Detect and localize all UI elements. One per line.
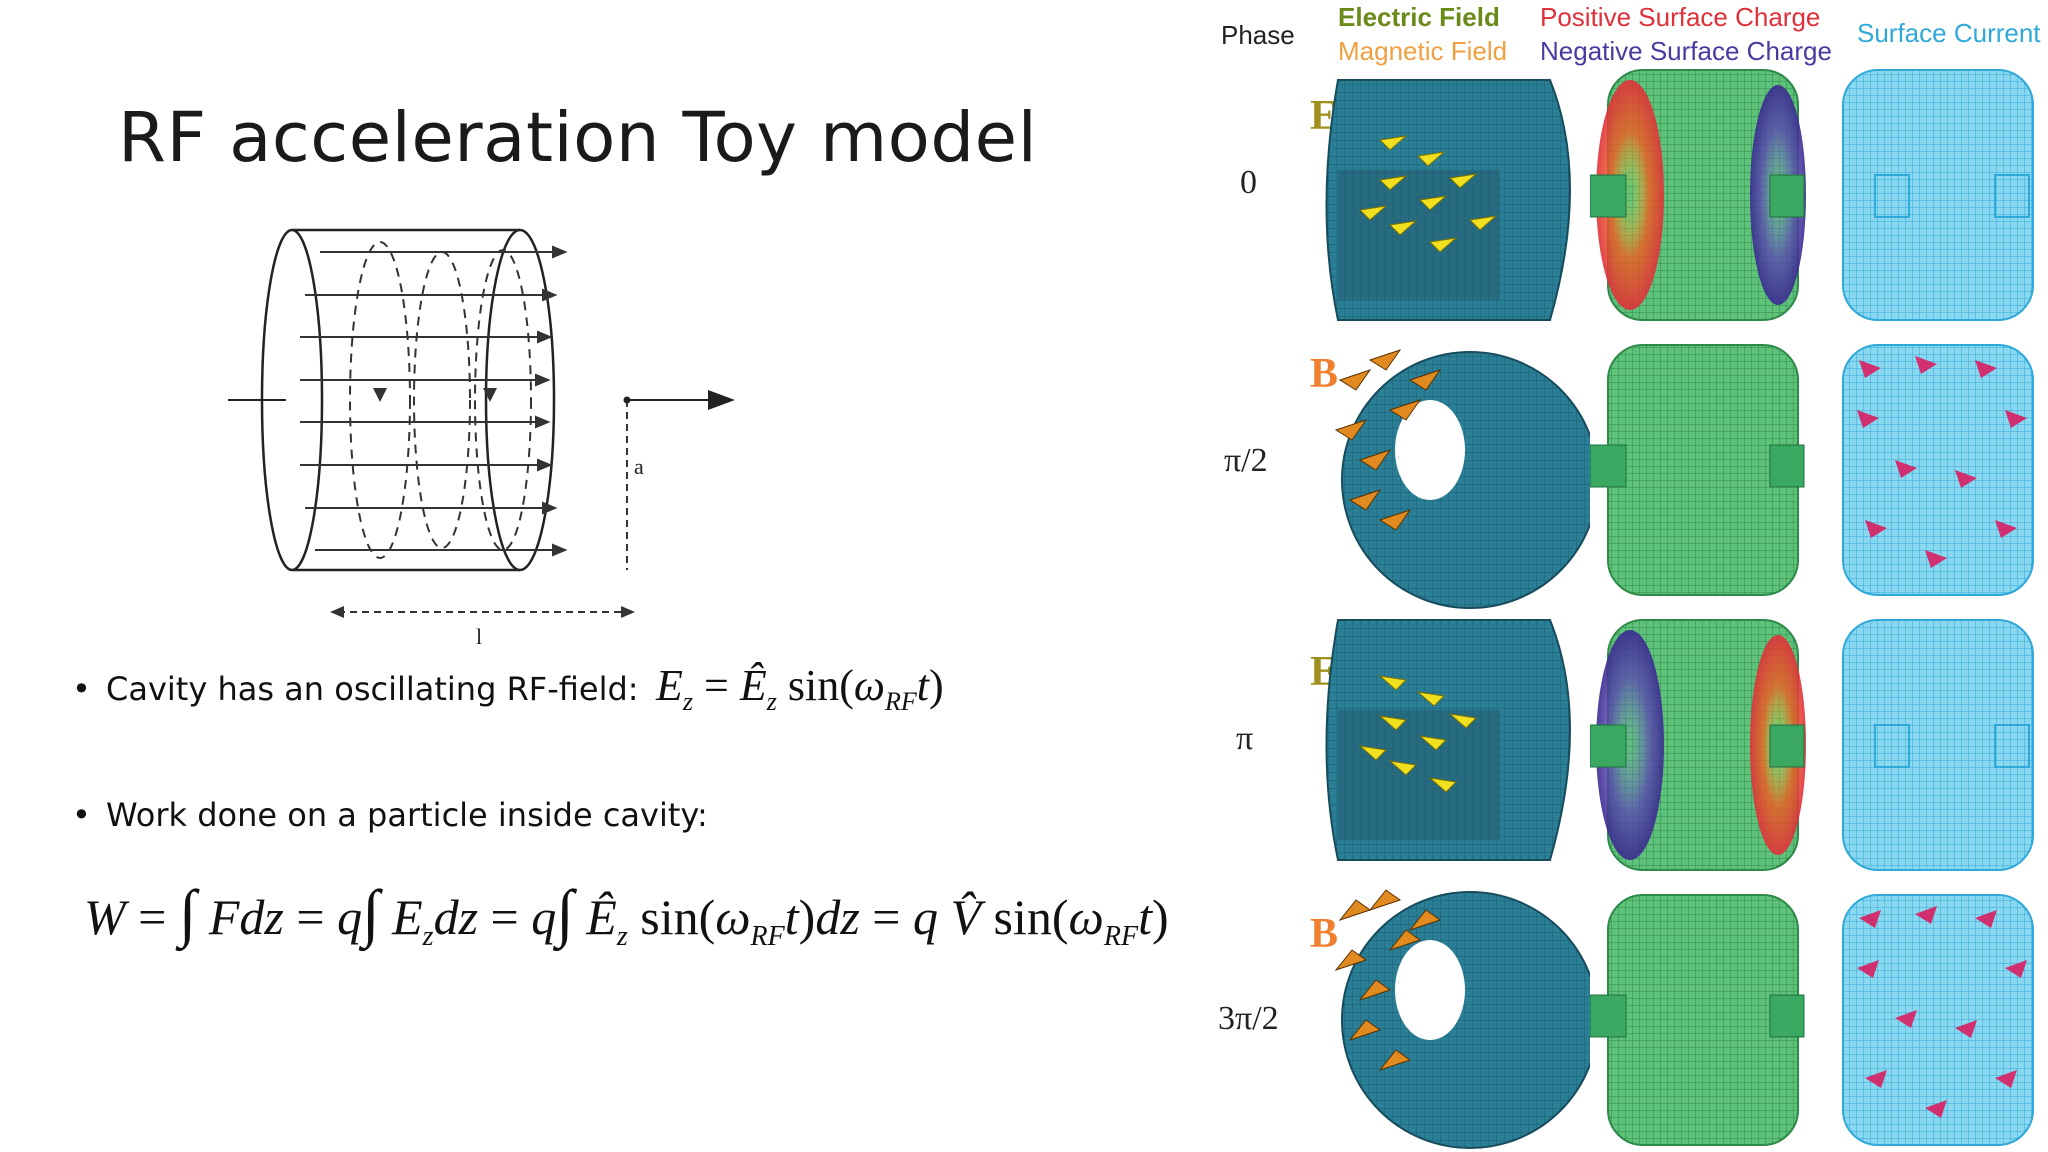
b-field-loops (349, 241, 532, 559)
cutaway-row-2 (1325, 619, 1571, 861)
bullet-cavity-field: • Cavity has an oscillating RF-field: (72, 670, 639, 708)
radius-label: a (634, 454, 644, 479)
charge-row-2 (1590, 619, 1806, 871)
slide-title: RF acceleration Toy model (118, 98, 1038, 178)
cylinder-body (292, 228, 520, 572)
charge-row-3 (1590, 894, 1805, 1146)
surface-charge-column (1590, 69, 1806, 1146)
formula-rf-field: Ez = Êz sin(ωRFt) (656, 661, 944, 716)
bullet-dot: • (72, 670, 91, 708)
phase-label-2: π (1236, 720, 1254, 757)
header-phase: Phase (1221, 20, 1295, 50)
phase-label-1: π/2 (1224, 442, 1268, 479)
formula-work: W = ∫ Fdz = q∫ Ezdz = q∫ Êz sin(ωRFt)dz … (84, 877, 1169, 952)
legend-surface-current: Surface Current (1857, 18, 2041, 48)
cutaway-column (1325, 79, 1590, 1149)
e-field-lines (300, 245, 568, 557)
legend-electric-field: Electric Field (1338, 2, 1500, 32)
current-row-3 (1842, 894, 2034, 1146)
cutaway-row-0 (1325, 79, 1571, 321)
field-tag-3: B (1310, 911, 1339, 957)
surface-current-column (1842, 69, 2034, 1146)
bullet-work: • Work done on a particle inside cavity: (72, 796, 708, 834)
current-row-2 (1842, 619, 2034, 871)
legend-magnetic-field: Magnetic Field (1338, 36, 1508, 66)
charge-row-0 (1590, 69, 1806, 321)
length-label: l (476, 624, 482, 649)
cutaway-row-3 (1334, 889, 1590, 1149)
bullet-text: Cavity has an oscillating RF-field: (106, 670, 639, 708)
current-row-0 (1842, 69, 2034, 321)
cylinder-left-cap (260, 228, 324, 572)
cavity-diagram: a l (228, 228, 735, 649)
bullet-dot: • (72, 796, 91, 834)
current-row-1 (1842, 344, 2034, 596)
phase-label-3: 3π/2 (1218, 1000, 1279, 1037)
beam-arrowhead (708, 390, 735, 410)
legend-positive-charge: Positive Surface Charge (1540, 2, 1821, 32)
legend-negative-charge: Negative Surface Charge (1540, 36, 1832, 66)
cylinder-right-cap (484, 228, 556, 572)
bullet-text: Work done on a particle inside cavity: (106, 796, 708, 834)
field-tag-1: B (1310, 351, 1339, 397)
phase-label-0: 0 (1240, 164, 1257, 201)
charge-row-1 (1590, 344, 1805, 596)
cutaway-row-1 (1334, 349, 1590, 609)
